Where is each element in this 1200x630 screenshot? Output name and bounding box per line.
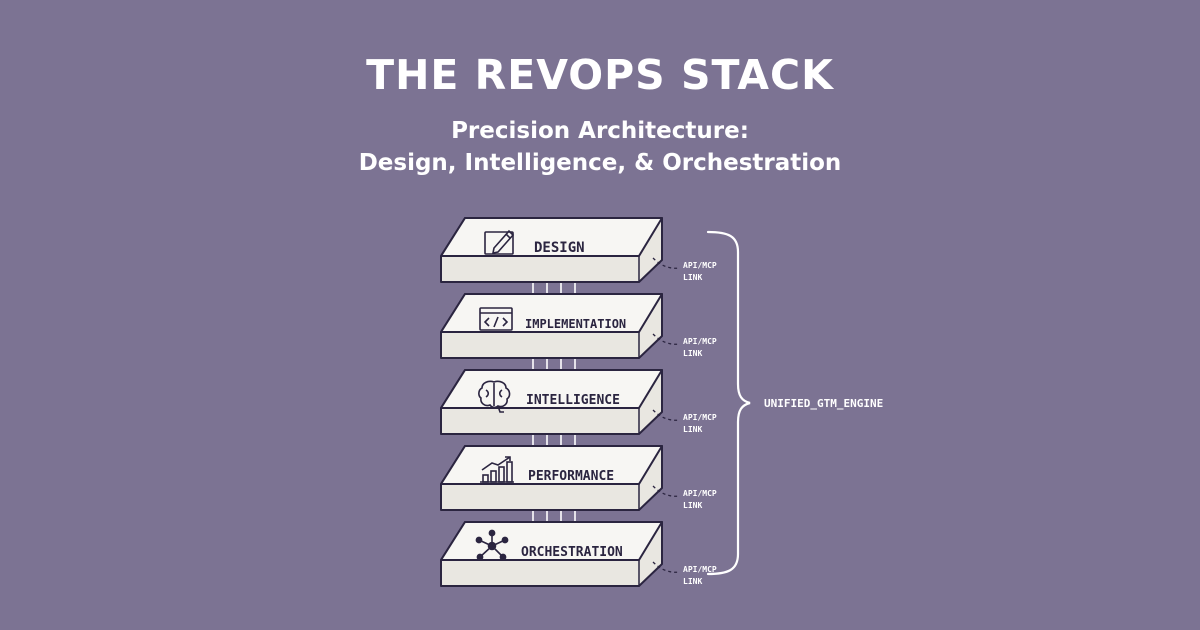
link-label-performance-1: API/MCP xyxy=(683,489,717,498)
chart-icon xyxy=(480,456,514,483)
layer-implementation: IMPLEMENTATION API/MCP LINK xyxy=(440,293,717,359)
link-label-performance-2: LINK xyxy=(683,501,702,510)
layer-intelligence: INTELLIGENCE API/MCP LINK xyxy=(440,369,717,435)
network-icon xyxy=(475,529,509,561)
link-label-orchestration-2: LINK xyxy=(683,577,702,586)
pencil-icon xyxy=(484,229,515,255)
link-label-orchestration-1: API/MCP xyxy=(683,565,717,574)
page-title: THE REVOPS STACK xyxy=(366,51,834,99)
layer-label-orchestration: ORCHESTRATION xyxy=(521,545,623,560)
code-icon xyxy=(479,307,513,331)
layer-performance: PERFORMANCE API/MCP LINK xyxy=(440,445,717,511)
link-label-intelligence-2: LINK xyxy=(683,425,702,434)
layer-label-design: DESIGN xyxy=(534,240,585,256)
layer-label-performance: PERFORMANCE xyxy=(528,469,614,484)
link-label-design-1: API/MCP xyxy=(683,261,717,270)
layer-design: DESIGN API/MCP LINK xyxy=(440,217,717,283)
layer-label-implementation: IMPLEMENTATION xyxy=(525,317,626,331)
link-label-intelligence-1: API/MCP xyxy=(683,413,717,422)
subtitle-line-1: Precision Architecture: xyxy=(451,118,749,144)
subtitle-line-2: Design, Intelligence, & Orchestration xyxy=(358,150,842,176)
layer-orchestration: ORCHESTRATION API/MCP LINK xyxy=(440,521,717,587)
link-label-implementation-2: LINK xyxy=(683,349,702,358)
brain-icon xyxy=(478,380,511,413)
unifying-brace xyxy=(706,230,751,576)
layer-label-intelligence: INTELLIGENCE xyxy=(526,393,620,408)
brace-label: UNIFIED_GTM_ENGINE xyxy=(764,397,883,410)
link-label-implementation-1: API/MCP xyxy=(683,337,717,346)
link-label-design-2: LINK xyxy=(683,273,702,282)
